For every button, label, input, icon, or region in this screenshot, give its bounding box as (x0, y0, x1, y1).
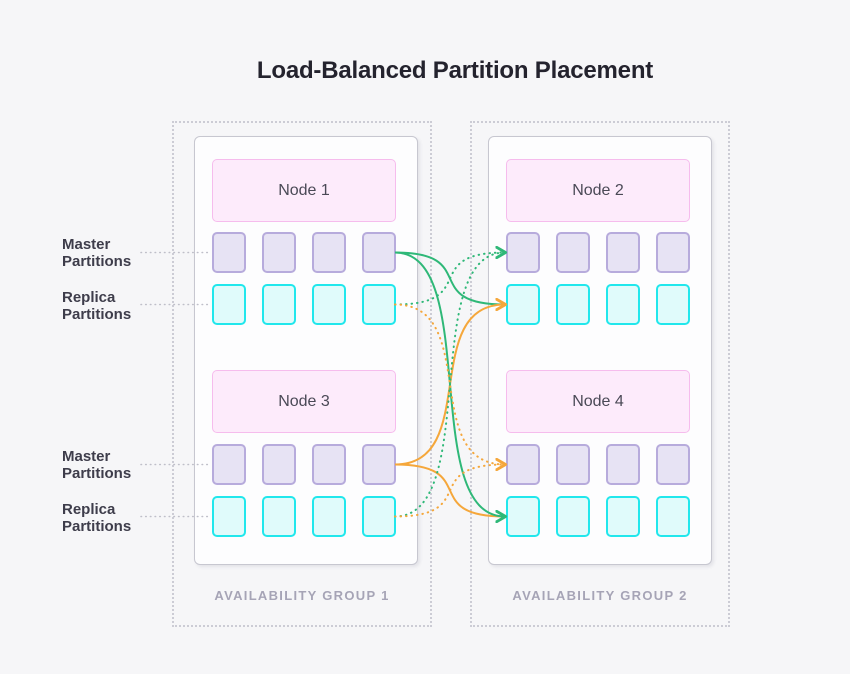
diagram-title: Load-Balanced Partition Placement (256, 57, 654, 84)
master-partition (212, 444, 246, 485)
replica-partition (362, 496, 396, 537)
node-1-header: Node 1 (212, 159, 396, 222)
replica-partition (606, 284, 640, 325)
node-container-group-1: Node 1 Node 3 (194, 136, 418, 565)
master-partition (312, 232, 346, 273)
master-partition (656, 444, 690, 485)
master-partitions-label-bottom: Master Partitions (62, 448, 132, 482)
node-4-name: Node 4 (572, 392, 624, 410)
master-partition (606, 232, 640, 273)
availability-group-2-label: AVAILABILITY GROUP 2 (512, 588, 688, 603)
node-2-name: Node 2 (572, 181, 624, 199)
master-partition (506, 444, 540, 485)
node-4-replica-partitions-row (506, 496, 690, 537)
replica-partition (506, 284, 540, 325)
node-3-name: Node 3 (278, 392, 330, 410)
replica-partitions-label-top: Replica Partitions (62, 289, 132, 323)
master-partition (556, 444, 590, 485)
node-container-group-2: Node 2 Node 4 (488, 136, 712, 565)
replica-partition (656, 496, 690, 537)
replica-partition (262, 284, 296, 325)
availability-group-1-label: AVAILABILITY GROUP 1 (214, 588, 390, 603)
replica-partition (556, 496, 590, 537)
master-partition (362, 232, 396, 273)
replica-partition (262, 496, 296, 537)
node-4-header: Node 4 (506, 370, 690, 433)
replica-partition (312, 284, 346, 325)
node-1-name: Node 1 (278, 181, 330, 199)
master-partitions-label-top: Master Partitions (62, 236, 132, 270)
node-3-replica-partitions-row (212, 496, 396, 537)
replica-partition (212, 496, 246, 537)
node-2-master-partitions-row (506, 232, 690, 273)
master-partition (262, 444, 296, 485)
master-partition (312, 444, 346, 485)
master-partition (506, 232, 540, 273)
node-1-replica-partitions-row (212, 284, 396, 325)
replica-partition (656, 284, 690, 325)
master-partition (262, 232, 296, 273)
master-partition (212, 232, 246, 273)
node-2-replica-partitions-row (506, 284, 690, 325)
node-1-master-partitions-row (212, 232, 396, 273)
master-partition (556, 232, 590, 273)
master-partition (656, 232, 690, 273)
node-3-master-partitions-row (212, 444, 396, 485)
master-partition (606, 444, 640, 485)
replica-partition (506, 496, 540, 537)
replica-partition (212, 284, 246, 325)
replica-partition (362, 284, 396, 325)
node-2-header: Node 2 (506, 159, 690, 222)
replica-partition (556, 284, 590, 325)
replica-partition (606, 496, 640, 537)
replica-partitions-label-bottom: Replica Partitions (62, 501, 132, 535)
node-3-header: Node 3 (212, 370, 396, 433)
replica-partition (312, 496, 346, 537)
node-4-master-partitions-row (506, 444, 690, 485)
master-partition (362, 444, 396, 485)
